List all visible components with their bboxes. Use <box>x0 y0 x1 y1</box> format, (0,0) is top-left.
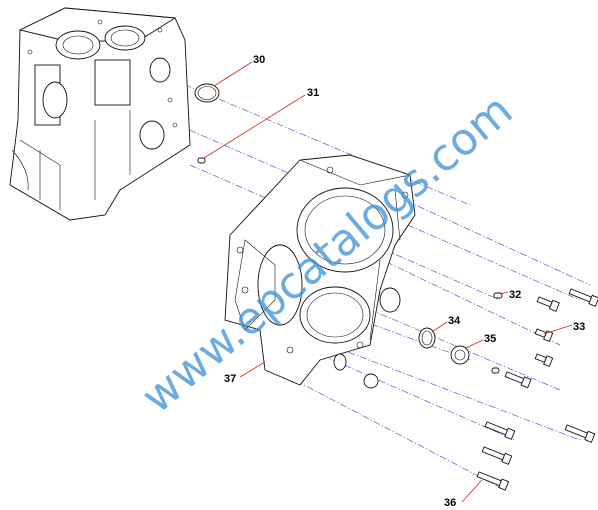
leader-line-32 <box>499 291 509 295</box>
bolt <box>568 288 598 307</box>
o-ring-part <box>333 353 347 371</box>
leader-line-34 <box>431 321 448 333</box>
engine-block <box>9 7 191 221</box>
bolt <box>504 371 532 389</box>
bolts <box>476 288 598 491</box>
bolt <box>481 446 513 465</box>
bolt <box>476 471 510 491</box>
callout-35: 35 <box>484 333 496 345</box>
plug-part <box>363 373 379 389</box>
leader-line-35 <box>465 339 484 349</box>
callout-33: 33 <box>573 321 585 333</box>
plug-part <box>450 345 470 365</box>
watermark-text: www.epcatalogs.com <box>132 85 522 424</box>
callout-36: 36 <box>444 497 456 509</box>
center-line <box>284 374 506 491</box>
callout-37: 37 <box>224 373 236 385</box>
leader-line-37 <box>239 361 266 378</box>
small-parts <box>194 83 503 389</box>
bolt <box>534 353 554 368</box>
callout-34: 34 <box>448 315 461 327</box>
leader-line-31 <box>203 94 306 159</box>
bolt <box>564 424 596 443</box>
leader-line-30 <box>213 61 253 87</box>
bolt <box>484 421 516 440</box>
bolt <box>534 328 554 343</box>
callout-32: 32 <box>509 289 521 301</box>
pin-part <box>491 367 500 374</box>
leader-line-36 <box>461 479 483 503</box>
bolt <box>536 296 560 312</box>
leader-line-33 <box>543 324 573 335</box>
callout-labels: 30 31 32 33 34 35 36 37 <box>224 54 585 509</box>
callout-31: 31 <box>307 87 319 99</box>
pin-part <box>493 292 503 299</box>
dowel-pin-part <box>197 157 206 164</box>
callout-leaders <box>203 61 573 503</box>
o-ring-part <box>418 327 436 349</box>
callout-30: 30 <box>253 54 265 66</box>
gear-housing <box>224 154 416 386</box>
center-line <box>149 69 471 206</box>
